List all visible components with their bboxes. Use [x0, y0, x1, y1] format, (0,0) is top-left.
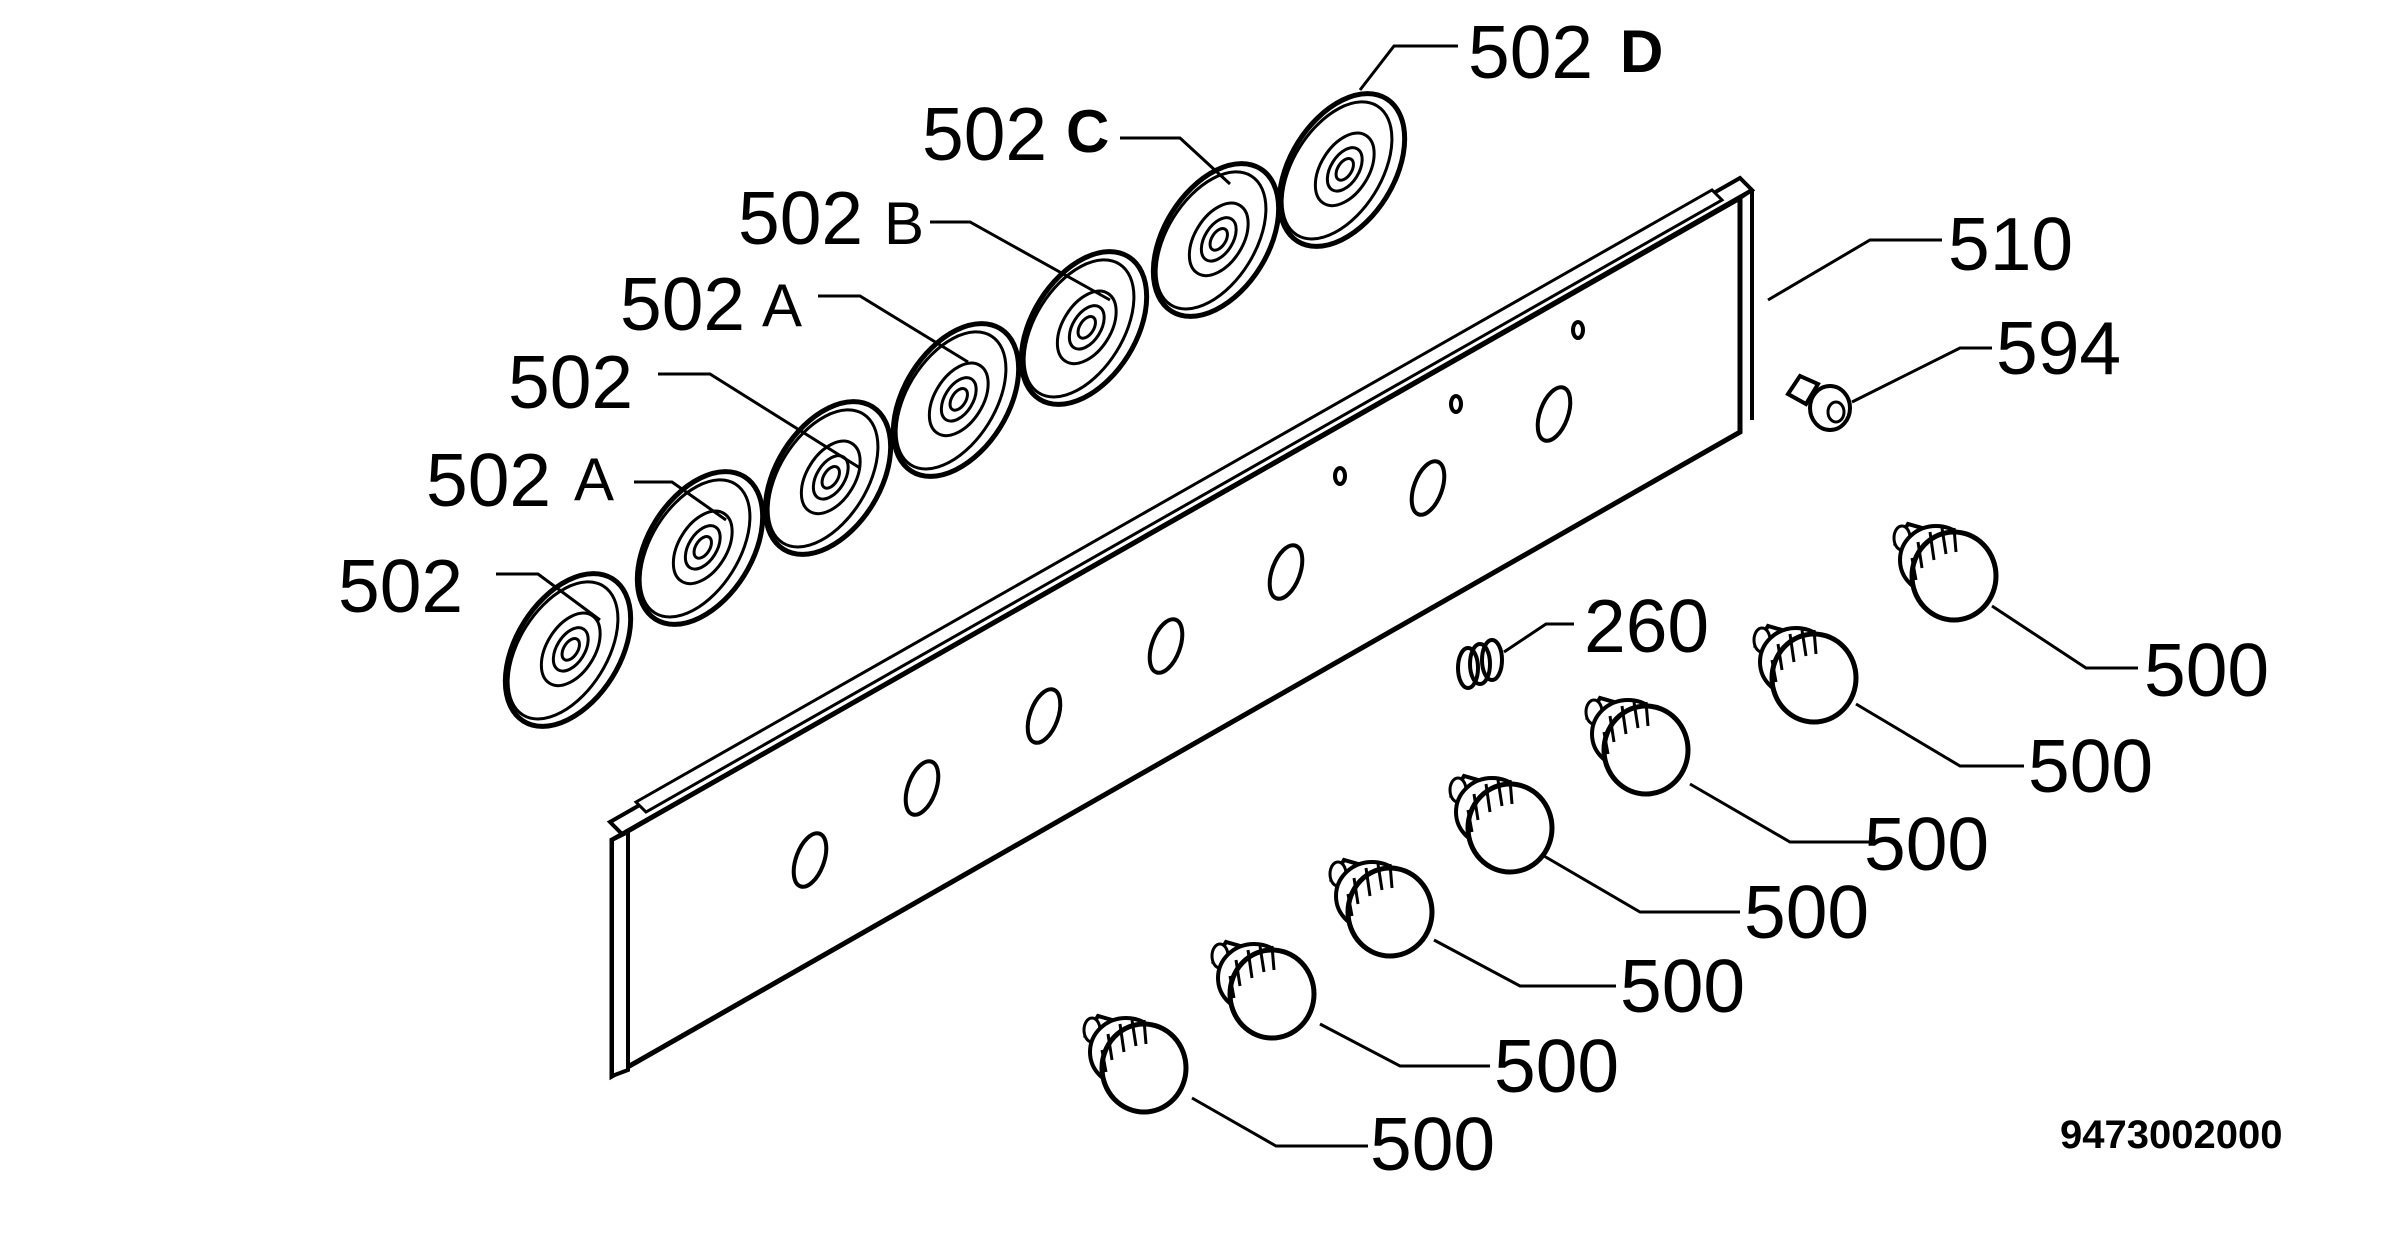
- label-500-knob-7: 500: [2144, 628, 2269, 712]
- label-500-knob-1: 500: [1370, 1102, 1495, 1186]
- disc-suffix-b: B: [884, 190, 924, 257]
- label-500-knob-4: 500: [1744, 870, 1869, 954]
- knob-3: [1330, 860, 1432, 956]
- disc-502d: [1253, 71, 1430, 269]
- label-502c: 502 C: [922, 92, 1109, 176]
- disc-number: 502: [338, 544, 463, 628]
- label-500-knob-3: 500: [1620, 944, 1745, 1028]
- disc-number: 502: [738, 176, 863, 260]
- svg-text:502: 502: [738, 176, 863, 260]
- leader-lines: [496, 44, 2138, 1148]
- disc-number: 502: [1468, 10, 1593, 94]
- label-502b: 502 B: [738, 176, 924, 260]
- disc-number: 502: [620, 262, 745, 346]
- label-502-1: 502: [338, 544, 463, 628]
- panel-knob-holes: [791, 320, 1585, 889]
- label-260: 260: [1584, 584, 1709, 668]
- disc-suffix-d: D: [1620, 18, 1663, 85]
- disc-number: 502: [922, 92, 1047, 176]
- knob-2: [1212, 942, 1314, 1038]
- disc-502-1: [479, 551, 656, 749]
- screw-594: [1785, 373, 1852, 432]
- knob-4: [1450, 776, 1552, 872]
- knob-1: [1084, 1016, 1186, 1112]
- knob-5: [1586, 698, 1688, 794]
- disc-number: 502: [508, 340, 633, 424]
- disc-suffix-a: A: [762, 272, 802, 339]
- label-500-knob-6: 500: [2028, 724, 2153, 808]
- svg-text:502: 502: [338, 544, 463, 628]
- label-500-knob-2: 500: [1494, 1024, 1619, 1108]
- disc-502b: [995, 229, 1172, 427]
- knob-6: [1754, 626, 1856, 722]
- label-500-knob-5: 500: [1864, 802, 1989, 886]
- label-594: 594: [1996, 306, 2121, 390]
- disc-number: 502: [426, 438, 551, 522]
- disc-suffix-c: C: [1066, 98, 1109, 165]
- label-510: 510: [1948, 202, 2073, 286]
- spring-260: [1456, 638, 1504, 690]
- label-502-2: 502: [508, 340, 633, 424]
- svg-text:502: 502: [426, 438, 551, 522]
- reference-number: 9473002000: [2060, 1113, 2282, 1157]
- disc-502a-2: [867, 301, 1044, 499]
- label-502d: 502 D: [1468, 10, 1663, 94]
- svg-text:502: 502: [922, 92, 1047, 176]
- svg-text:502: 502: [620, 262, 745, 346]
- knob-7: [1894, 524, 1996, 620]
- disc-suffix-a: A: [574, 446, 614, 513]
- label-502a-1: 502 A: [426, 438, 614, 522]
- svg-text:502: 502: [508, 340, 633, 424]
- disc-502a-1: [611, 449, 788, 647]
- svg-text:502: 502: [1468, 10, 1593, 94]
- label-502a-2: 502 A: [620, 262, 802, 346]
- control-panel: [606, 175, 1756, 1081]
